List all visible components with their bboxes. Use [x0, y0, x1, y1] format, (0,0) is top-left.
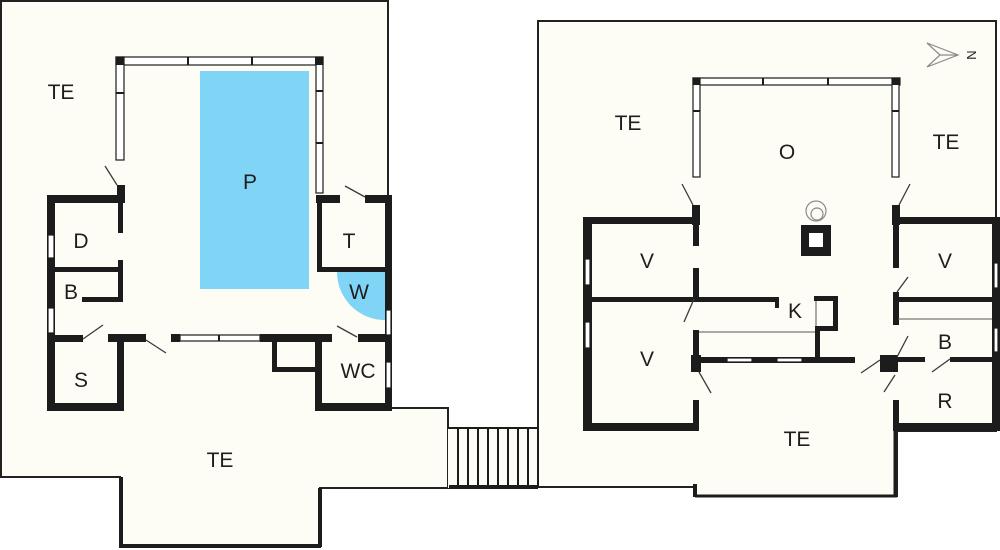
room-label-terrace: TE: [48, 81, 75, 104]
room-label-bedroom: V: [640, 348, 654, 371]
glazing-top: [115, 56, 324, 66]
window: [385, 309, 392, 336]
room-label-kitchen: K: [788, 300, 802, 323]
whirlpool: [337, 272, 385, 320]
window: [584, 321, 591, 349]
glazing-right: [891, 77, 900, 178]
glazing-left: [115, 56, 125, 161]
right-building: N: [583, 42, 1000, 431]
room-label-whirlpool: W: [349, 281, 369, 304]
window: [47, 234, 55, 259]
room-label-terrace: TE: [933, 131, 960, 154]
window: [993, 262, 999, 289]
room-label-terrace: TE: [207, 449, 234, 472]
room-label-room: R: [937, 390, 952, 413]
stairs-area: [448, 428, 538, 488]
room-label-shower: D: [73, 230, 88, 253]
door-swings-left: [82, 165, 366, 354]
window: [993, 327, 999, 353]
left-building: [47, 56, 392, 411]
window: [726, 357, 753, 363]
glazing-top: [692, 77, 901, 86]
window: [776, 357, 803, 363]
north-arrow-icon: N: [926, 42, 979, 68]
room-label-bedroom: V: [938, 250, 952, 273]
window: [584, 258, 591, 286]
compass-label: N: [964, 50, 979, 59]
pool: [200, 71, 309, 289]
stairs: [448, 427, 539, 489]
glazing-left: [692, 77, 701, 178]
room-label-bath: B: [938, 331, 952, 354]
left-room-labels: TE P D T B W S WC TE: [48, 81, 376, 472]
room-label-sauna: S: [74, 369, 88, 392]
door-swings-right: [681, 183, 951, 394]
right-room-labels: TE O TE V V K V B R TE: [615, 112, 960, 451]
room-label-terrace: TE: [615, 112, 642, 135]
window: [385, 361, 392, 389]
stairs-bottom-step: [449, 485, 538, 489]
glazing-right: [315, 56, 324, 194]
room-label-living: O: [779, 141, 795, 164]
room-label-pool: P: [243, 171, 257, 194]
room-label-terrace: TE: [784, 428, 811, 451]
fireplace-icon: [801, 200, 831, 256]
room-label-bath: B: [64, 281, 78, 304]
room-label-toilet: T: [343, 230, 356, 253]
window: [47, 307, 55, 334]
room-label-wc: WC: [341, 360, 376, 383]
room-label-bedroom: V: [640, 250, 654, 273]
